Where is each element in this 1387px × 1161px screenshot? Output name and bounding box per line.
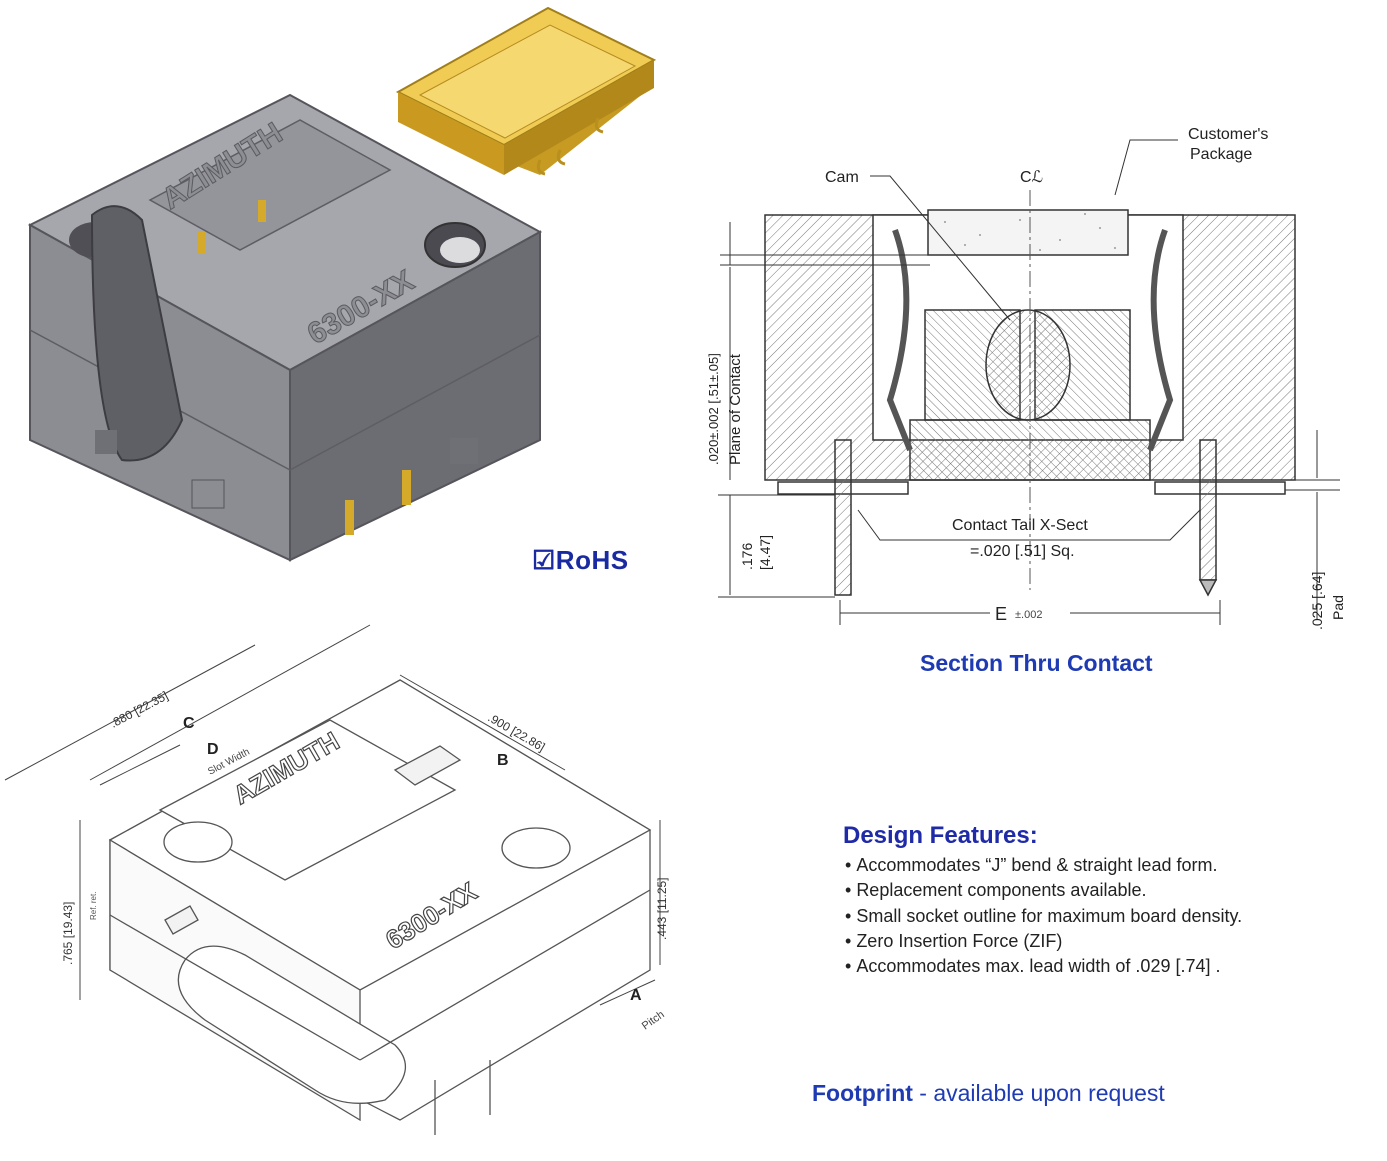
- feature-item: Replacement components available.: [845, 878, 1242, 903]
- feature-item: Zero Insertion Force (ZIF): [845, 929, 1242, 954]
- dim-height-note: Ref. ret.: [89, 892, 98, 920]
- customer-package-image: [395, 6, 657, 176]
- customers-package-label-1: Customer's: [1188, 126, 1268, 143]
- e-dim-label: E: [995, 604, 1007, 624]
- outline-dimension-lines: [4, 624, 661, 1006]
- customers-package-label-2: Package: [1190, 146, 1252, 163]
- pitch-label: Pitch: [640, 1009, 667, 1033]
- feature-item: Accommodates “J” bend & straight lead fo…: [845, 853, 1242, 878]
- rohs-badge: ☑RoHS: [532, 545, 629, 575]
- socket-photo: AZIMUTH 6300-XX: [27, 6, 657, 562]
- package-speckle: [944, 213, 1116, 251]
- footprint-label: Footprint: [812, 1080, 913, 1106]
- plane-of-contact-dim: .020±.002 [.51±.05]: [706, 353, 721, 465]
- feature-item: Accommodates max. lead width of .029 [.7…: [845, 954, 1242, 979]
- footprint-note: Footprint - available upon request: [812, 1080, 1165, 1107]
- letter-a: A: [630, 987, 642, 1004]
- design-features-list: Accommodates “J” bend & straight lead fo…: [845, 853, 1242, 979]
- letter-c: C: [183, 715, 195, 732]
- centerline-label: Cℒ: [1020, 169, 1043, 186]
- outline-body: [108, 679, 652, 1135]
- socket-body-image: [27, 93, 543, 562]
- e-dim-tolerance: ±.002: [1015, 609, 1042, 621]
- plane-of-contact-label: Plane of Contact: [727, 353, 744, 465]
- design-features-title: Design Features:: [843, 822, 1038, 849]
- footprint-text: - available upon request: [912, 1080, 1165, 1106]
- dim-seat: .443 [11.25]: [655, 878, 669, 941]
- pad-dim: .025 [.64]: [1309, 572, 1325, 630]
- tail-xsect-label-2: =.020 [.51] Sq.: [970, 543, 1075, 560]
- pad-label: Pad: [1330, 595, 1346, 620]
- tail-dim-mm: [4.47]: [757, 535, 773, 570]
- letter-d: D: [207, 741, 219, 758]
- cam-label: Cam: [825, 169, 859, 186]
- section-housing: [764, 209, 1296, 597]
- section-title: Section Thru Contact: [920, 650, 1153, 676]
- letter-b: B: [497, 752, 509, 769]
- section-drawing: Cam Cℒ Customer's Package .020±.002 [.51…: [706, 126, 1346, 630]
- leader-lines: [718, 139, 1340, 625]
- feature-item: Small socket outline for maximum board d…: [845, 904, 1242, 929]
- tail-xsect-label-1: Contact Tail X-Sect: [952, 517, 1088, 534]
- dim-length: .880 [22.35]: [108, 689, 171, 731]
- outline-drawing: .880 [22.35] .900 [22.86] .765 [19.43] R…: [4, 624, 669, 1135]
- tail-dim-inch: .176: [739, 543, 755, 570]
- dim-height: .765 [19.43]: [61, 902, 75, 965]
